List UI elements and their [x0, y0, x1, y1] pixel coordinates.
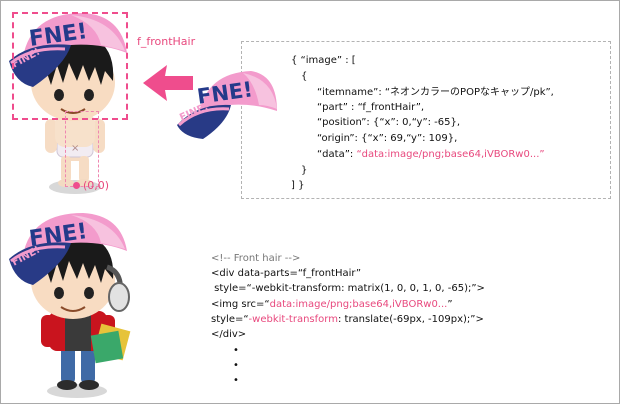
- json-line-data: “data”: “data:image/png;base64,iVBORw0..…: [317, 149, 545, 160]
- html-div-open-line: <div data-parts=“f_frontHair”: [211, 268, 362, 279]
- front-hair-bounds: [12, 12, 128, 120]
- html-img-src-line: <img src=“data:image/png;base64,iVBORw0.…: [211, 299, 453, 310]
- pointer-arrow-icon: [143, 65, 193, 101]
- origin-cross-icon: ×: [71, 143, 80, 154]
- json-line-origin: “origin”: {“x”: 69,“y”: 109},: [317, 133, 458, 144]
- html-div-close-line: </div>: [211, 329, 247, 340]
- origin-dot: [73, 182, 80, 189]
- origin-label: (0,0): [83, 179, 110, 192]
- cap-image: [177, 71, 277, 139]
- html-div-style-line: style=“-webkit-transform: matrix(1, 0, 0…: [211, 283, 485, 294]
- json-line-position: “position”: {“x”: 0,“y”: -65},: [317, 117, 461, 128]
- json-line-2: {: [301, 71, 308, 82]
- json-line-part: “part” : “f_frontHair”,: [317, 102, 425, 113]
- html-comment-line: <!-- Front hair -->: [211, 253, 301, 264]
- avatar-bottom-figure: [9, 213, 131, 398]
- continuation-dot: •: [233, 375, 239, 386]
- json-line-close-arr: ] }: [291, 180, 305, 191]
- continuation-dot: •: [233, 360, 239, 371]
- json-line-close-obj: }: [301, 165, 308, 176]
- continuation-dot: •: [233, 345, 239, 356]
- html-img-style-line: style=“-webkit-transform: translate(-69p…: [211, 314, 484, 325]
- json-code-box: [241, 41, 611, 199]
- part-label: f_frontHair: [137, 35, 196, 48]
- json-line-itemname: “itemname”: “ネオンカラーのPOPなキャップ/pk”,: [317, 87, 554, 98]
- json-line-1: { “image” : [: [291, 55, 356, 66]
- body-anchor-bounds: [65, 111, 99, 187]
